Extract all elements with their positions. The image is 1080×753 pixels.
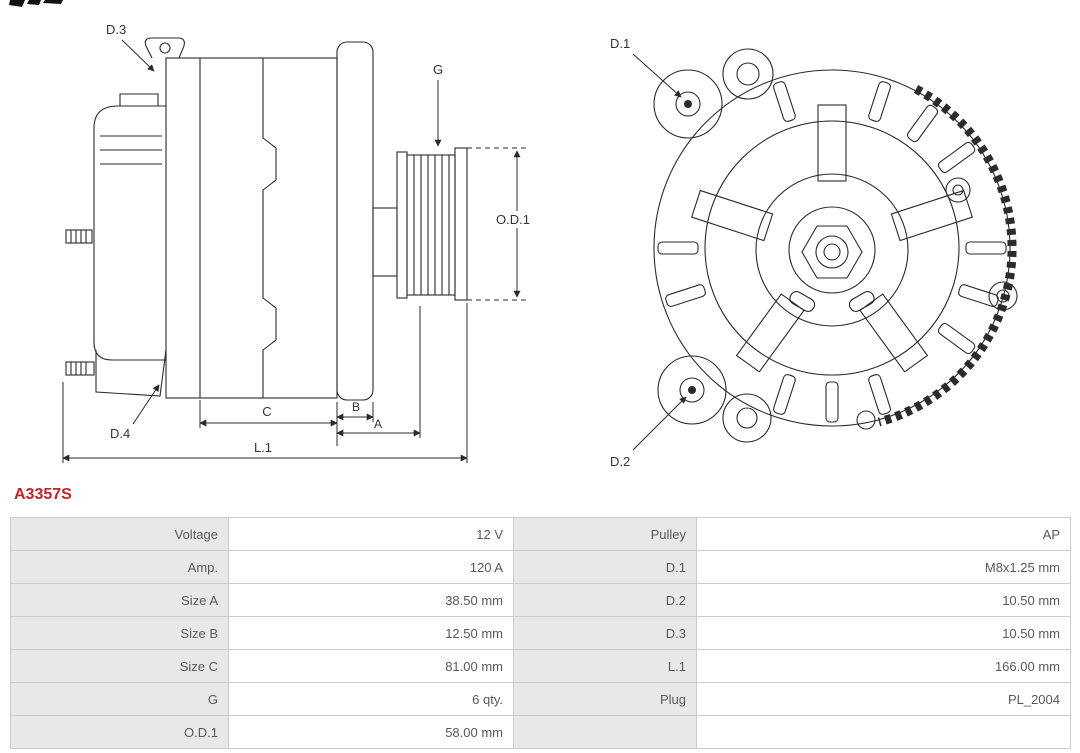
spec-value: 12 V bbox=[228, 517, 514, 551]
spec-label: D.3 bbox=[513, 616, 697, 650]
spec-value: 166.00 mm bbox=[696, 649, 1071, 683]
spec-value: M8x1.25 mm bbox=[696, 550, 1071, 584]
spec-value: 58.00 mm bbox=[228, 715, 514, 749]
dim-label-c: C bbox=[262, 404, 271, 419]
spec-value bbox=[696, 715, 1071, 749]
spec-label: D.1 bbox=[513, 550, 697, 584]
front-view-callouts: D.1 D.2 bbox=[610, 36, 687, 469]
side-view-dimensions: O.D.1 G D.3 D.4 C B A L.1 bbox=[62, 22, 537, 463]
spec-label: L.1 bbox=[513, 649, 697, 683]
spec-value: PL_2004 bbox=[696, 682, 1071, 716]
dim-label-b: B bbox=[352, 400, 360, 414]
dim-label-l1: L.1 bbox=[254, 440, 272, 455]
table-row: Size B 12.50 mm D.3 10.50 mm bbox=[10, 616, 1071, 650]
spec-table: Voltage 12 V Pulley AP Amp. 120 A D.1 M8… bbox=[10, 517, 1071, 749]
spec-label: Size C bbox=[10, 649, 229, 683]
spec-label: Size B bbox=[10, 616, 229, 650]
dim-label-d1: D.1 bbox=[610, 36, 630, 51]
spec-value: 10.50 mm bbox=[696, 616, 1071, 650]
spec-label: O.D.1 bbox=[10, 715, 229, 749]
technical-diagram: O.D.1 G D.3 D.4 C B A L.1 bbox=[62, 22, 1018, 469]
part-number: A3357S bbox=[14, 486, 72, 503]
spec-value: AP bbox=[696, 517, 1071, 551]
dim-label-d4: D.4 bbox=[110, 426, 130, 441]
spec-label: G bbox=[10, 682, 229, 716]
dim-label-d2: D.2 bbox=[610, 454, 630, 469]
dim-label-od1: O.D.1 bbox=[496, 212, 530, 227]
alternator-front-view bbox=[653, 48, 1018, 443]
alternator-side-view bbox=[65, 37, 468, 401]
table-row: O.D.1 58.00 mm bbox=[10, 715, 1071, 749]
dim-label-a: A bbox=[374, 417, 382, 431]
spec-label: Plug bbox=[513, 682, 697, 716]
spec-label: Amp. bbox=[10, 550, 229, 584]
table-row: Size C 81.00 mm L.1 166.00 mm bbox=[10, 649, 1071, 683]
vent-slots bbox=[657, 80, 1007, 423]
spec-value: 12.50 mm bbox=[228, 616, 514, 650]
spec-value: 120 A bbox=[228, 550, 514, 584]
spec-label: Pulley bbox=[513, 517, 697, 551]
fan-spokes bbox=[691, 104, 973, 373]
spec-label: Size A bbox=[10, 583, 229, 617]
table-row: Voltage 12 V Pulley AP bbox=[10, 517, 1071, 551]
spec-label: D.2 bbox=[513, 583, 697, 617]
dim-label-d3: D.3 bbox=[106, 22, 126, 37]
brand-logo-icon bbox=[9, 0, 63, 7]
spec-value: 10.50 mm bbox=[696, 583, 1071, 617]
spec-value: 38.50 mm bbox=[228, 583, 514, 617]
table-row: G 6 qty. Plug PL_2004 bbox=[10, 682, 1071, 716]
spec-value: 81.00 mm bbox=[228, 649, 514, 683]
table-row: Size A 38.50 mm D.2 10.50 mm bbox=[10, 583, 1071, 617]
spec-label bbox=[513, 715, 697, 749]
table-row: Amp. 120 A D.1 M8x1.25 mm bbox=[10, 550, 1071, 584]
dim-label-g: G bbox=[433, 62, 443, 77]
spec-label: Voltage bbox=[10, 517, 229, 551]
spec-value: 6 qty. bbox=[228, 682, 514, 716]
